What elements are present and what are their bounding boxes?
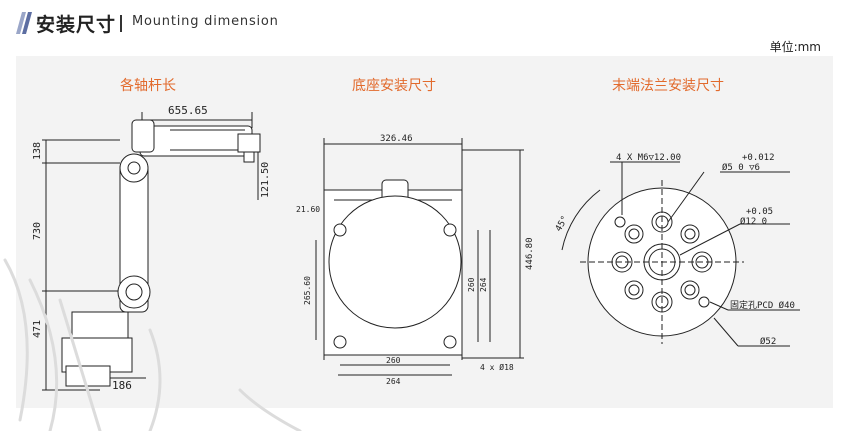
title-divider [120, 15, 122, 32]
dim-138: 138 [32, 142, 43, 160]
dim-bore-tol: +0.05 [746, 207, 773, 217]
dim-186: 186 [112, 379, 132, 392]
dim-reach: 655.65 [168, 104, 208, 117]
base-section-title: 底座安装尺寸 [352, 78, 436, 94]
flange-section-title: 末端法兰安装尺寸 [612, 78, 724, 94]
dim-730: 730 [32, 222, 43, 240]
page-title: 安装尺寸 [36, 14, 117, 36]
dim-h260: 260 [386, 356, 401, 365]
dim-265: 265.60 [303, 276, 312, 305]
header: 安装尺寸 Mounting dimension [16, 8, 836, 38]
slashes-icon [16, 12, 32, 34]
dim-h264: 264 [386, 377, 401, 386]
dim-pcd: 固定孔PCD Ø40 [730, 299, 795, 311]
dim-bore: Ø12 0 [740, 216, 767, 227]
dim-121-50: 121.50 [260, 162, 271, 198]
dim-pin-tol: +0.012 [742, 153, 775, 163]
dim-thread: 4 X M6▽12.00 [616, 153, 681, 163]
dim-v264: 264 [479, 277, 488, 292]
arm-section-title: 各轴杆长 [120, 78, 176, 94]
dim-holes: 4 x Ø18 [480, 362, 514, 372]
dim-446: 446.80 [525, 237, 535, 270]
dim-v260: 260 [467, 277, 476, 292]
dim-21-60: 21.60 [296, 205, 320, 214]
dim-pin: Ø5 0 ▽6 [722, 162, 760, 173]
dim-326: 326.46 [380, 134, 413, 144]
page-subtitle: Mounting dimension [132, 14, 279, 29]
dim-outer: Ø52 [760, 336, 776, 347]
unit-label: 单位:mm [769, 40, 821, 54]
